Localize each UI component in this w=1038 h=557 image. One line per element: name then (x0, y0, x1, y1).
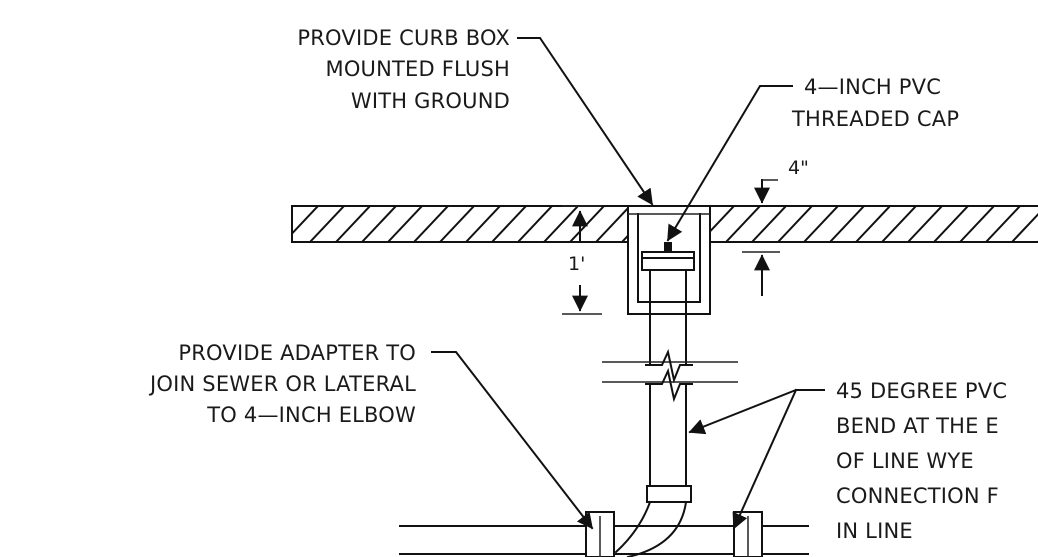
threaded-cap-line-2: THREADED CAP (791, 107, 959, 131)
hatch-line (292, 206, 294, 208)
hatch-line (490, 206, 528, 242)
bend-line-3: OF LINE WYE (836, 449, 974, 473)
hatch-line (958, 206, 996, 242)
label-bend: 45 DEGREE PVC BEND AT THE E OF LINE WYE … (836, 379, 1007, 543)
bend-line-4: CONNECTION F (836, 484, 999, 508)
hatch-line (984, 206, 1022, 242)
bend-line-5: IN LINE (836, 519, 913, 543)
hatch-line (594, 206, 632, 242)
hatch-line (750, 206, 788, 242)
hatch-line (568, 206, 606, 242)
threaded-cap-line-1: 4—INCH PVC (804, 75, 941, 99)
dimension-label-4-inch: 4" (788, 157, 809, 179)
hatch-line (292, 206, 320, 235)
curb-box-line-3: WITH GROUND (351, 89, 510, 113)
hatch-line (386, 206, 424, 242)
hatch-line (308, 206, 346, 242)
hatch-line (932, 206, 970, 242)
bend-line-1: 45 DEGREE PVC (836, 379, 1007, 403)
adapter-line-3: TO 4—INCH ELBOW (206, 403, 416, 427)
curb-box-line-2: MOUNTED FLUSH (326, 57, 511, 81)
hatch-line (360, 206, 398, 242)
leader-lines (431, 37, 825, 530)
adapter-line-2: JOIN SEWER OR LATERAL (148, 372, 416, 396)
dimension-one-foot: 1' (562, 205, 602, 315)
hatch-line (724, 206, 762, 242)
hatch-line (880, 206, 918, 242)
dimension-label-1-foot: 1' (568, 253, 585, 275)
hatch-line (854, 206, 892, 242)
adapter-line-1: PROVIDE ADAPTER TO (178, 341, 416, 365)
hatch-line (516, 206, 554, 242)
pipe-break-symbol (602, 348, 738, 403)
hatch-line (828, 206, 866, 242)
riser-pipe (646, 269, 692, 503)
hatch-line (776, 206, 814, 242)
hatch-line (1010, 213, 1038, 242)
elbow-and-lateral (399, 500, 809, 557)
bend-line-2: BEND AT THE E (836, 414, 999, 438)
hatch-line (464, 206, 502, 242)
curb-box-line-1: PROVIDE CURB BOX (297, 26, 510, 50)
label-adapter: PROVIDE ADAPTER TO JOIN SEWER OR LATERAL… (148, 341, 416, 427)
hatch-line (906, 206, 944, 242)
label-threaded-cap: 4—INCH PVC THREADED CAP (791, 75, 959, 131)
hatch-line (802, 206, 840, 242)
hatch-line (542, 206, 580, 242)
threaded-cap (641, 242, 695, 271)
hatch-line (412, 206, 450, 242)
dimension-four-inch: 4" (742, 157, 809, 296)
hatch-line (334, 206, 372, 242)
label-curb-box: PROVIDE CURB BOX MOUNTED FLUSH WITH GROU… (297, 26, 511, 113)
hatch-line (438, 206, 476, 242)
